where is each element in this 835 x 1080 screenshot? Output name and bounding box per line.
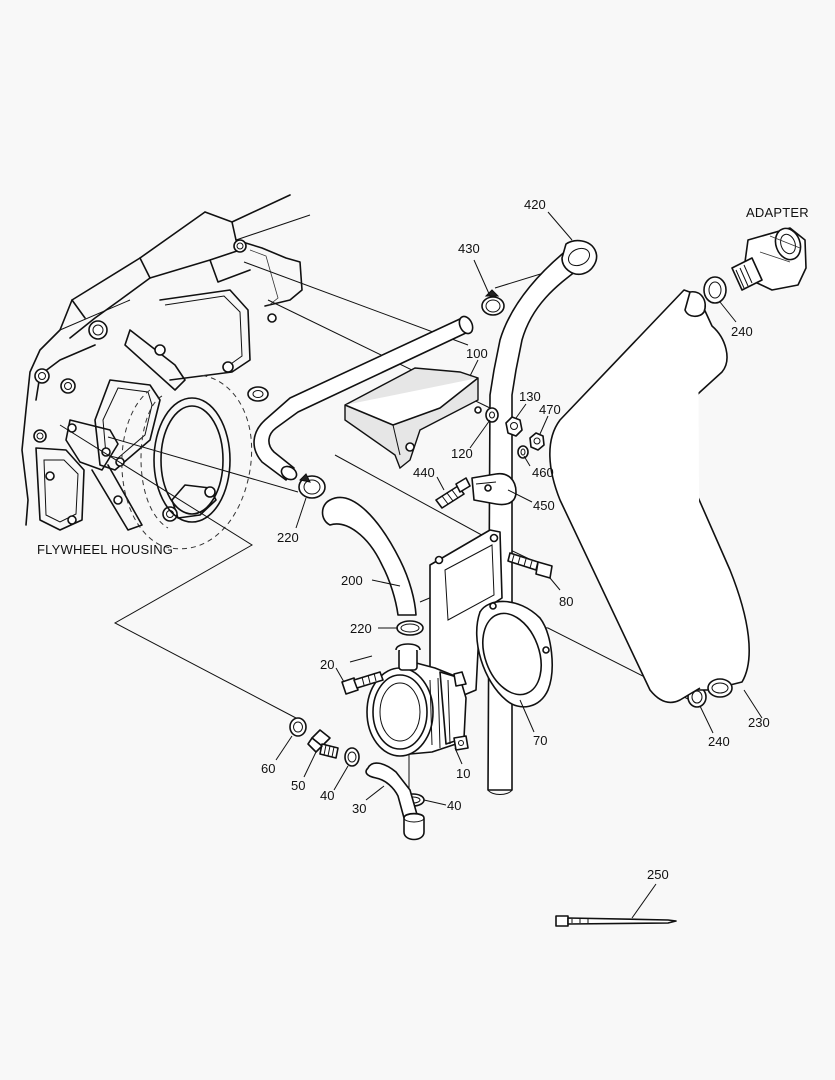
adapter-part xyxy=(731,227,807,291)
callout-420: 420 xyxy=(524,197,546,212)
callout-60: 60 xyxy=(261,761,275,776)
pump-10 xyxy=(366,643,469,757)
flywheel-housing xyxy=(21,194,311,550)
washer-460 xyxy=(517,445,529,459)
fitting-50 xyxy=(307,729,339,759)
adapter-label: ADAPTER xyxy=(746,205,809,220)
labels: FLYWHEEL HOUSING ADAPTER 420 430 100 130… xyxy=(37,197,809,882)
gasket-70 xyxy=(476,600,553,708)
tube-200 xyxy=(321,496,417,616)
clamp-240-top xyxy=(703,276,727,304)
callout-470: 470 xyxy=(539,402,561,417)
callout-450: 450 xyxy=(533,498,555,513)
callout-240-bottom: 240 xyxy=(708,734,730,749)
callout-20: 20 xyxy=(320,657,334,672)
callout-460: 460 xyxy=(532,465,554,480)
callout-70: 70 xyxy=(533,733,547,748)
clamp-220-lower xyxy=(396,620,424,636)
oring-60 xyxy=(289,717,307,737)
fitting-440 xyxy=(435,477,471,509)
callout-50: 50 xyxy=(291,778,305,793)
nut-130 xyxy=(505,416,523,437)
hose-230 xyxy=(549,289,750,704)
callout-30: 30 xyxy=(352,801,366,816)
tube-horizontal xyxy=(253,315,474,481)
callout-200: 200 xyxy=(341,573,363,588)
hose-30 xyxy=(365,762,425,841)
strap-450 xyxy=(471,472,517,506)
bolt-80 xyxy=(507,552,553,579)
callout-120: 120 xyxy=(451,446,473,461)
bracket-100 xyxy=(344,367,482,470)
callout-40-left: 40 xyxy=(320,788,334,803)
callout-220-top: 220 xyxy=(277,530,299,545)
callout-40-right: 40 xyxy=(447,798,461,813)
callout-220-lower: 220 xyxy=(350,621,372,636)
callout-80: 80 xyxy=(559,594,573,609)
clamp-430 xyxy=(481,289,505,316)
flywheel-housing-label: FLYWHEEL HOUSING xyxy=(37,542,173,557)
cable-tie-250 xyxy=(555,915,677,927)
callout-230: 230 xyxy=(748,715,770,730)
callout-100: 100 xyxy=(466,346,488,361)
callout-leaders xyxy=(275,211,763,919)
callout-440: 440 xyxy=(413,465,435,480)
clamp-40-left xyxy=(344,747,360,767)
callout-430: 430 xyxy=(458,241,480,256)
callout-240-top: 240 xyxy=(731,324,753,339)
clamp-220-top xyxy=(298,473,326,499)
callout-250: 250 xyxy=(647,867,669,882)
washer-120 xyxy=(485,407,499,423)
callout-10: 10 xyxy=(456,766,470,781)
nut-470 xyxy=(529,432,545,451)
bolt-20 xyxy=(341,671,384,695)
callout-130: 130 xyxy=(519,389,541,404)
